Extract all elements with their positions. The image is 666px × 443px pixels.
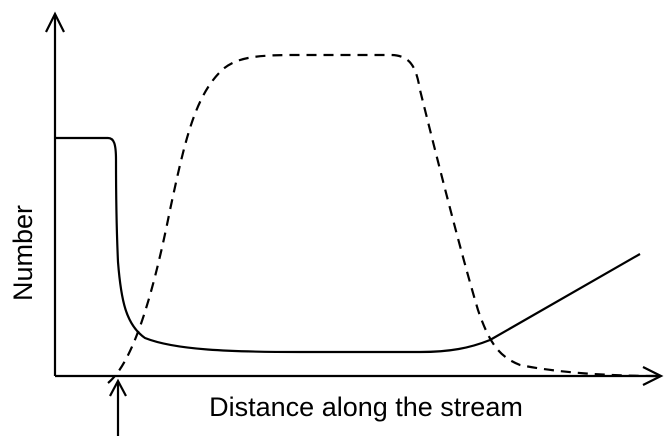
- y-axis-label: Number: [8, 205, 38, 301]
- x-axis: [55, 366, 664, 386]
- x-axis-label: Distance along the stream: [209, 392, 523, 422]
- solid-curve: [55, 136, 641, 354]
- x-axis-arrow-icon: [642, 366, 664, 386]
- y-axis-arrow-icon: [45, 11, 65, 33]
- dashed-curve: [107, 53, 661, 384]
- up-arrow-icon: [109, 378, 127, 436]
- y-axis: [45, 11, 65, 376]
